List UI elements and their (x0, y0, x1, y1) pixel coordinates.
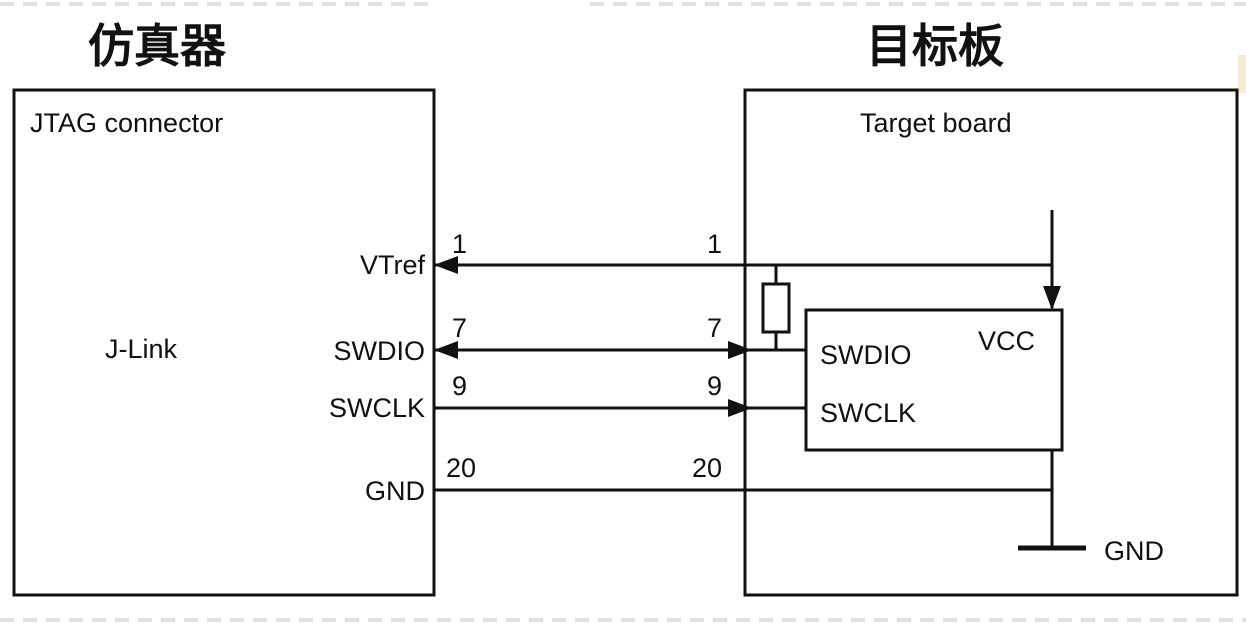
target-board-title: Target board (860, 108, 1012, 138)
vcc-arrowhead-down (1043, 286, 1061, 310)
swclk-arrowhead-right (728, 399, 752, 417)
pin-label-vtref: VTref (360, 250, 426, 280)
pin-label-swclk: SWCLK (329, 393, 425, 423)
swdio-pin-number-left: 7 (452, 313, 467, 343)
gnd-symbol-label: GND (1104, 536, 1164, 566)
pin-label-swdio: SWDIO (334, 336, 426, 366)
jlink-label: J-Link (105, 334, 178, 364)
right-header: 目标板 (866, 20, 1004, 72)
pullup-resistor (761, 282, 791, 334)
swclk-pin-number-left: 9 (452, 371, 467, 401)
swdio-arrowhead-right (728, 341, 752, 359)
vtref-arrowhead-left (434, 256, 458, 274)
mcu-swclk-label: SWCLK (820, 398, 916, 428)
jtag-connector-title: JTAG connector (30, 108, 223, 138)
swdio-arrowhead-left (434, 341, 458, 359)
jtag-connector-box (12, 88, 436, 597)
target-board-box (743, 88, 1239, 597)
gnd-pin-number-right: 20 (692, 453, 722, 483)
swdio-pin-number-right: 7 (707, 313, 722, 343)
left-header: 仿真器 (88, 20, 227, 72)
pin-label-gnd: GND (365, 476, 425, 506)
mcu-box (804, 308, 1064, 452)
vtref-pin-number-left: 1 (452, 229, 467, 259)
swclk-pin-number-right: 9 (707, 371, 722, 401)
mcu-vcc-label: VCC (978, 326, 1035, 356)
mcu-swdio-label: SWDIO (820, 340, 912, 370)
vtref-pin-number-right: 1 (707, 229, 722, 259)
edge-smudge (1238, 55, 1246, 93)
gnd-pin-number-left: 20 (446, 453, 476, 483)
